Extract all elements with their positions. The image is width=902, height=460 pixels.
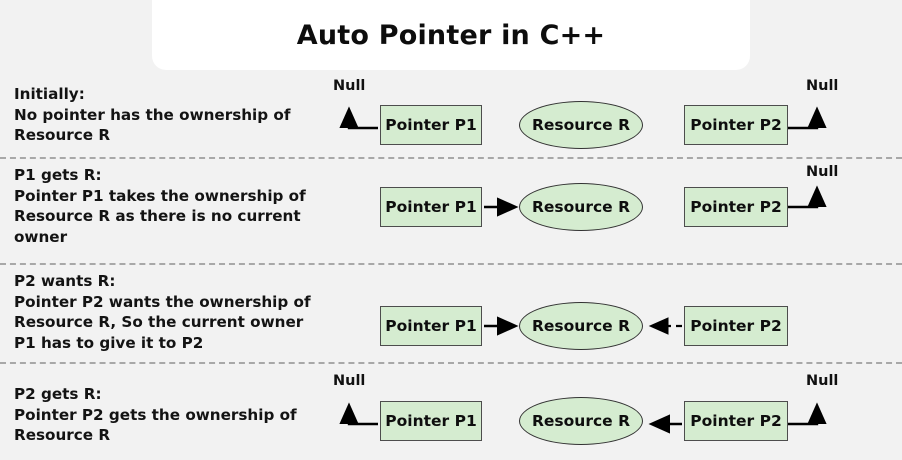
row-divider-2 (0, 263, 902, 265)
node-pointer-p1[interactable]: Pointer P1 (380, 187, 482, 227)
step-description-p2-wants-r: P2 wants R: Pointer P2 wants the ownersh… (14, 271, 324, 353)
node-pointer-p2[interactable]: Pointer P2 (684, 105, 788, 145)
step-row-p1-gets-r: P1 gets R: Pointer P1 takes the ownershi… (0, 163, 902, 258)
row-divider-3 (0, 362, 902, 364)
node-pointer-p1[interactable]: Pointer P1 (380, 105, 482, 145)
step-row-p2-gets-r: P2 gets R: Pointer P2 gets the ownership… (0, 368, 902, 460)
step-body-initially: No pointer has the ownership of Resource… (14, 105, 291, 145)
node-resource-r[interactable]: Resource R (519, 183, 643, 231)
step-body-p1-gets-r: Pointer P1 takes the ownership of Resour… (14, 186, 306, 246)
step-lead-initially: Initially: (14, 85, 85, 103)
arrow-p2-to-null (788, 185, 827, 209)
node-pointer-p1[interactable]: Pointer P1 (380, 401, 482, 441)
step-row-p2-wants-r: P2 wants R: Pointer P2 wants the ownersh… (0, 270, 902, 358)
step-row-initially: Initially: No pointer has the ownership … (0, 76, 902, 154)
null-label-p2: Null (806, 78, 839, 94)
step-body-p2-gets-r: Pointer P2 gets the ownership of Resourc… (14, 405, 297, 445)
step-lead-p1-gets-r: P1 gets R: (14, 166, 102, 184)
node-pointer-p1[interactable]: Pointer P1 (380, 306, 482, 346)
node-resource-r[interactable]: Resource R (519, 397, 643, 445)
node-pointer-p2[interactable]: Pointer P2 (684, 401, 788, 441)
step-description-initially: Initially: No pointer has the ownership … (14, 84, 324, 146)
node-resource-r[interactable]: Resource R (519, 101, 643, 149)
null-label-p2: Null (806, 373, 839, 389)
null-label-p1: Null (333, 78, 366, 94)
node-pointer-p2[interactable]: Pointer P2 (684, 187, 788, 227)
title-card: Auto Pointer in C++ (152, 0, 750, 70)
step-body-p2-wants-r: Pointer P2 wants the ownership of Resour… (14, 292, 311, 352)
node-resource-r[interactable]: Resource R (519, 302, 643, 350)
null-label-p1: Null (333, 373, 366, 389)
arrow-p1-to-null (339, 106, 378, 130)
page-title: Auto Pointer in C++ (296, 19, 606, 51)
arrow-p1-to-null (339, 402, 378, 426)
null-label-p2: Null (806, 164, 839, 180)
arrow-p2-to-null (788, 106, 827, 130)
step-lead-p2-gets-r: P2 gets R: (14, 385, 102, 403)
arrow-p2-to-null (788, 402, 827, 426)
row-divider-1 (0, 157, 902, 159)
step-lead-p2-wants-r: P2 wants R: (14, 272, 116, 290)
node-pointer-p2[interactable]: Pointer P2 (684, 306, 788, 346)
step-description-p2-gets-r: P2 gets R: Pointer P2 gets the ownership… (14, 384, 324, 446)
step-description-p1-gets-r: P1 gets R: Pointer P1 takes the ownershi… (14, 165, 324, 247)
